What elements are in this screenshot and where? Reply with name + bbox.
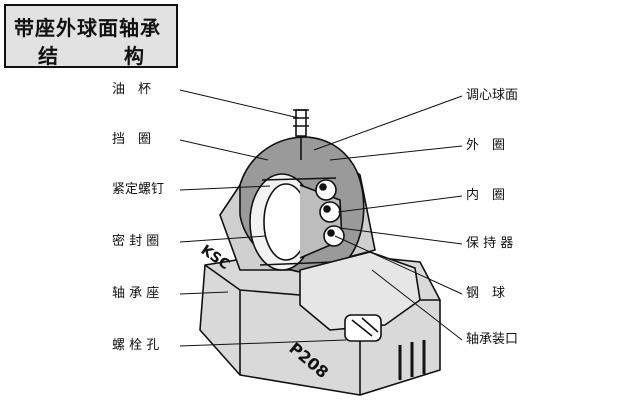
- label-set-screw: 紧定螺钉: [112, 182, 165, 197]
- label-spherical-surface: 调心球面: [466, 88, 519, 103]
- label-steel-ball: 钢 球: [466, 286, 506, 301]
- leader-steel-ball: [334, 235, 463, 295]
- label-oil-cup: 油 杯: [112, 82, 152, 97]
- leader-retaining-ring: [179, 139, 269, 161]
- label-outer-ring: 外 圈: [466, 138, 506, 153]
- leader-bolt-hole: [179, 339, 347, 347]
- leader-outer-ring: [329, 145, 463, 161]
- leader-oil-cup: [179, 89, 300, 119]
- steel-ball-3: [323, 225, 345, 247]
- label-loading-slot: 轴承装口: [466, 332, 519, 347]
- label-cage: 保 持 器: [466, 236, 514, 251]
- steel-ball-1: [315, 179, 337, 201]
- housing-front-block: [299, 251, 421, 331]
- oil-cup: [295, 109, 307, 137]
- leader-set-screw: [179, 185, 271, 191]
- leader-seal-ring: [179, 235, 267, 243]
- steel-ball-2: [319, 201, 341, 223]
- title-subtitle-left: 结: [38, 44, 58, 68]
- label-bearing-seat: 轴 承 座: [112, 286, 160, 301]
- leader-loading-slot: [371, 269, 463, 341]
- label-seal-ring: 密 封 圈: [112, 234, 160, 249]
- leader-inner-ring: [337, 195, 463, 213]
- label-retaining-ring: 挡 圈: [112, 132, 152, 147]
- title-subtitle-right: 构: [124, 44, 144, 68]
- diagram-title: 带座外球面轴承: [14, 16, 161, 40]
- title-box: 带座外球面轴承 结 构: [4, 4, 178, 68]
- label-inner-ring: 内 圈: [466, 188, 506, 203]
- leader-spherical: [313, 95, 463, 151]
- label-bolt-hole: 螺 栓 孔: [112, 338, 160, 353]
- leader-cage: [339, 227, 463, 245]
- leader-bearing-seat: [179, 291, 229, 295]
